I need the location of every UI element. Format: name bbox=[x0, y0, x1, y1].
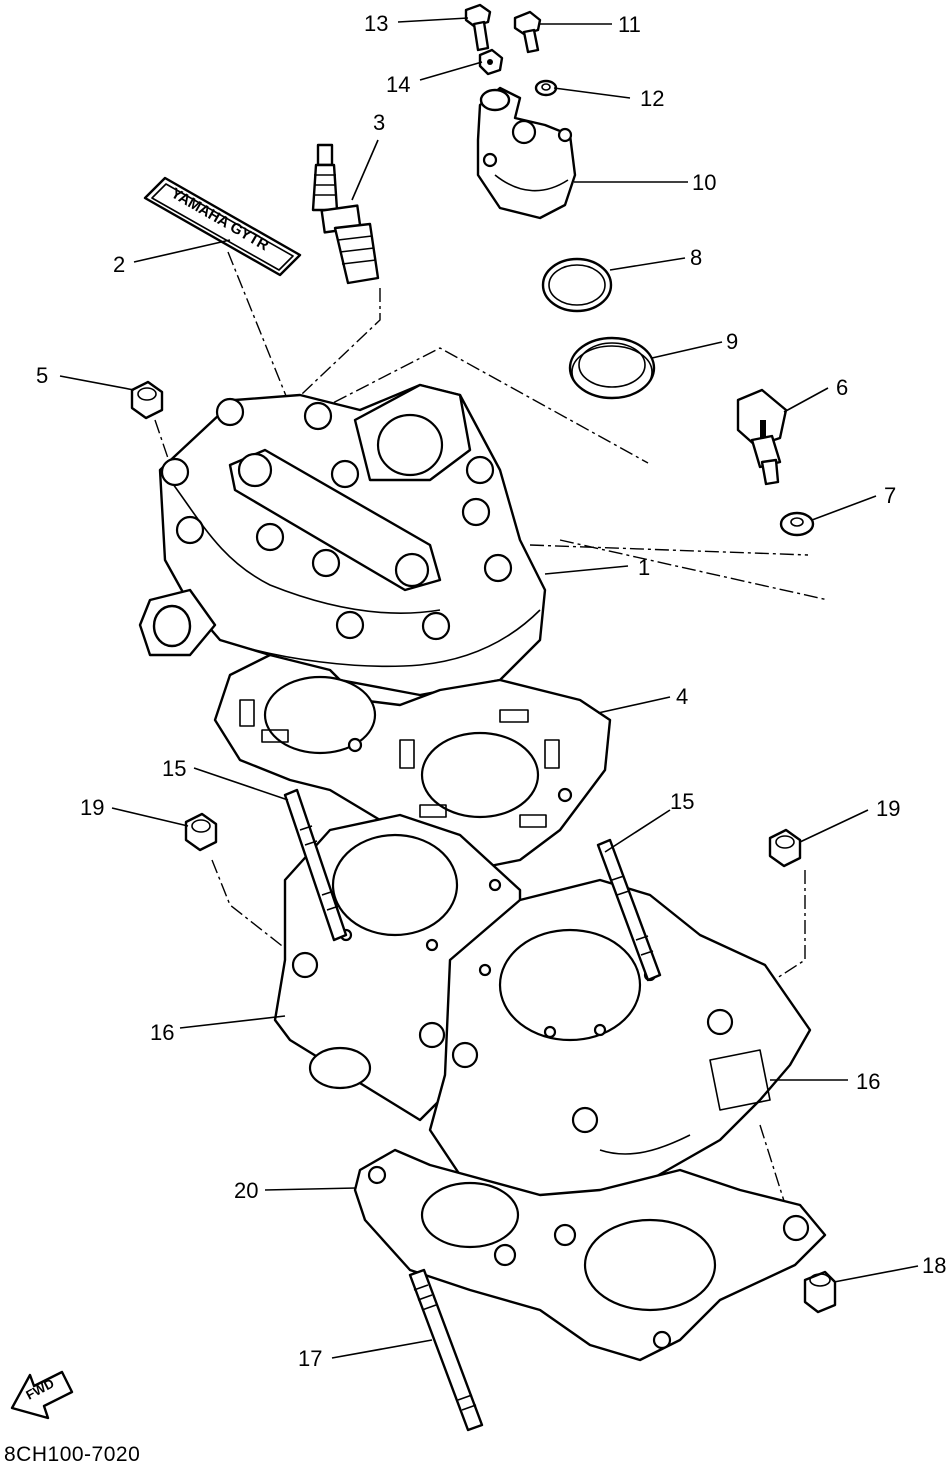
callout-6: 6 bbox=[836, 375, 848, 400]
washer[interactable] bbox=[779, 511, 815, 537]
thermostat-cover[interactable] bbox=[476, 86, 577, 220]
spark-plug[interactable] bbox=[311, 143, 380, 285]
callout-7: 7 bbox=[884, 483, 896, 508]
callout-9: 9 bbox=[726, 329, 738, 354]
washer-14[interactable] bbox=[478, 48, 504, 76]
callout-12: 12 bbox=[640, 86, 664, 111]
stud-15-right[interactable] bbox=[596, 838, 662, 982]
callout-19-right: 19 bbox=[876, 796, 900, 821]
cylinder-left[interactable] bbox=[273, 813, 522, 1122]
callout-17: 17 bbox=[298, 1346, 322, 1371]
callout-10: 10 bbox=[692, 170, 716, 195]
callout-11: 11 bbox=[618, 12, 641, 37]
bolt-13[interactable] bbox=[464, 3, 492, 52]
callout-8: 8 bbox=[690, 245, 702, 270]
nut-5[interactable] bbox=[130, 380, 164, 420]
bolt-11[interactable] bbox=[513, 10, 542, 54]
cylinder-base-gasket[interactable] bbox=[353, 1148, 827, 1362]
stud-17[interactable] bbox=[408, 1268, 484, 1432]
callout-15-left: 15 bbox=[162, 756, 186, 781]
head-gasket[interactable] bbox=[213, 653, 612, 872]
callout-19-left: 19 bbox=[80, 795, 104, 820]
callout-18: 18 bbox=[922, 1253, 946, 1278]
fwd-arrow-icon: FWD bbox=[10, 1370, 74, 1420]
callout-labels: 13 11 14 12 3 10 2 8 9 6 5 7 1 4 15 15 1… bbox=[36, 11, 946, 1371]
callout-14: 14 bbox=[386, 72, 410, 97]
cylinder-right[interactable] bbox=[428, 878, 812, 1227]
callout-4: 4 bbox=[676, 684, 688, 709]
drawing-code: 8CH100-7020 bbox=[4, 1443, 140, 1466]
washer-12[interactable] bbox=[534, 79, 558, 97]
callout-15-right: 15 bbox=[670, 789, 694, 814]
callout-13: 13 bbox=[364, 11, 388, 36]
stud-15-left[interactable] bbox=[283, 788, 348, 942]
nut-19-left[interactable] bbox=[184, 812, 218, 852]
callout-1: 1 bbox=[638, 555, 650, 580]
thermostat-seal[interactable] bbox=[568, 336, 656, 400]
callout-20: 20 bbox=[234, 1178, 258, 1203]
callout-5: 5 bbox=[36, 363, 48, 388]
dowel-pin-18[interactable] bbox=[803, 1270, 837, 1314]
o-ring[interactable] bbox=[541, 257, 613, 313]
nut-19-right[interactable] bbox=[768, 828, 802, 868]
temperature-sensor[interactable] bbox=[736, 388, 788, 486]
decal[interactable]: YAMAHA GYTR bbox=[143, 176, 302, 277]
callout-16-left: 16 bbox=[150, 1020, 174, 1045]
callout-2: 2 bbox=[113, 252, 125, 277]
callout-16-right: 16 bbox=[856, 1069, 880, 1094]
callout-3: 3 bbox=[373, 110, 385, 135]
leader-lines bbox=[59, 17, 919, 1359]
cylinder-head[interactable] bbox=[138, 383, 547, 697]
